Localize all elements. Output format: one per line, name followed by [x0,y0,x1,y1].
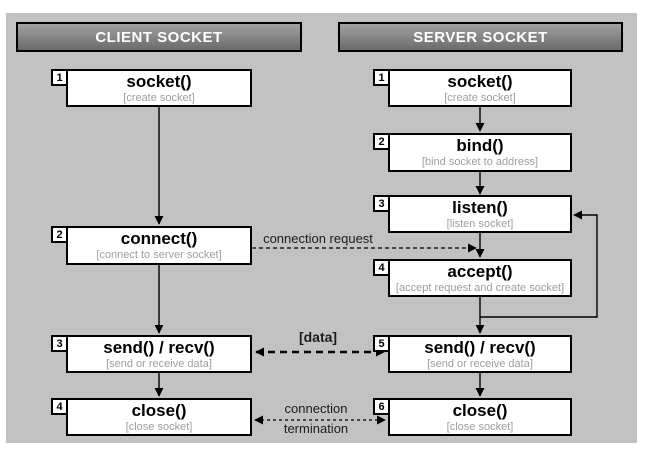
server-socket-header: SERVER SOCKET [338,22,623,52]
step-subtitle: [listen socket] [446,218,514,230]
server-socket-header-label: SERVER SOCKET [413,28,548,46]
step-number: 4 [51,398,68,415]
server-step-socket: 1 socket() [create socket] [373,69,572,107]
step-title: connect() [120,229,198,248]
server-step-accept: 4 accept() [accept request and create so… [373,259,572,297]
step-subtitle: [bind socket to address] [421,156,539,168]
client-step-close: 4 close() [close socket] [51,398,252,436]
connection-termination-label-line1: connection [284,401,348,416]
server-step-listen: 3 listen() [listen socket] [373,195,572,233]
step-number: 5 [373,335,390,352]
connection-request-label: connection request [263,231,373,246]
step-subtitle: [close socket] [446,421,514,433]
step-title: socket() [447,72,513,91]
step-title: close() [452,401,508,420]
connection-termination-label-line2: termination [283,421,349,436]
step-title: send() / recv() [103,338,215,357]
step-number: 2 [373,133,390,150]
client-socket-header-label: CLIENT SOCKET [95,28,223,46]
step-title: send() / recv() [424,338,536,357]
step-subtitle: [connect to server socket] [96,249,222,261]
server-step-bind: 2 bind() [bind socket to address] [373,133,572,172]
step-number: 2 [51,226,68,243]
step-title: accept() [447,262,513,281]
step-number: 1 [373,69,390,86]
step-number: 3 [51,335,68,352]
step-title: listen() [452,198,508,217]
server-step-close: 6 close() [close socket] [373,398,572,436]
step-number: 3 [373,195,390,212]
client-step-socket: 1 socket() [create socket] [51,69,252,107]
server-step-send-recv: 5 send() / recv() [send or receive data] [373,335,572,373]
step-title: close() [131,401,187,420]
step-number: 6 [373,398,390,415]
step-subtitle: [send or receive data] [106,358,212,370]
data-label: [data] [298,329,338,345]
step-title: socket() [126,72,192,91]
step-subtitle: [create socket] [444,92,516,104]
client-step-send-recv: 3 send() / recv() [send or receive data] [51,335,252,373]
client-step-connect: 2 connect() [connect to server socket] [51,226,252,265]
step-number: 1 [51,69,68,86]
client-socket-header: CLIENT SOCKET [16,22,302,52]
step-subtitle: [create socket] [123,92,195,104]
step-subtitle: [send or receive data] [427,358,533,370]
step-subtitle: [close socket] [125,421,193,433]
step-title: bind() [456,136,504,155]
step-subtitle: [accept request and create socket] [395,282,565,294]
step-number: 4 [373,259,390,276]
